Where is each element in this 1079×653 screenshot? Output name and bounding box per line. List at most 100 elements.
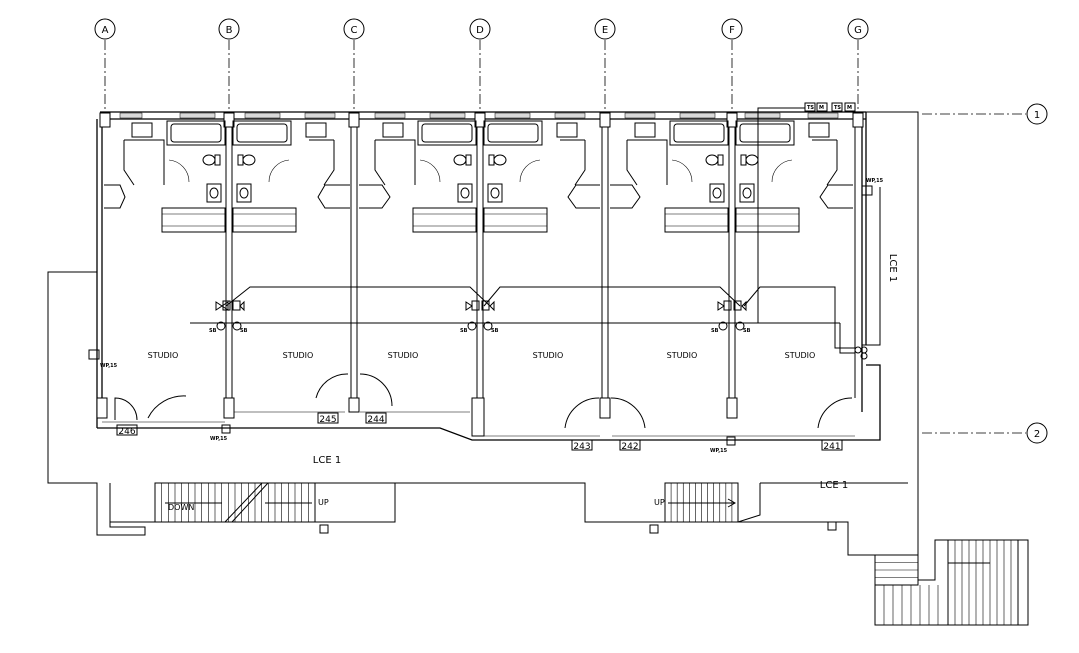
grid-column-G: G <box>847 18 869 115</box>
kitchen-counter <box>664 207 729 233</box>
fixture-labels: SB SB SB SB SB SB WP,15 WP,15 WP,15 WP,1… <box>100 105 884 454</box>
wp-label-1: WP,15 <box>100 363 118 369</box>
grid-label-G: G <box>854 25 862 36</box>
sink <box>709 183 725 203</box>
stair-break-line <box>231 482 269 523</box>
corridor-outline <box>47 271 1029 626</box>
room-label-studio-4: STUDIO <box>533 351 564 360</box>
valves <box>88 102 873 446</box>
stair-label-up-left: UP <box>318 498 329 507</box>
bathroom-modules <box>123 120 838 233</box>
sink <box>236 183 252 203</box>
ts-label-2: TS <box>834 105 841 111</box>
sb-label-6: SB <box>743 328 751 334</box>
room-numbers: 246 245 244 243 242 241 <box>116 412 843 452</box>
grid-column-D: D <box>469 18 491 115</box>
bathtub <box>483 120 543 146</box>
m-label-2: M <box>847 105 852 111</box>
stair-left <box>154 482 316 523</box>
grid-label-E: E <box>602 25 608 36</box>
toilet <box>453 154 467 166</box>
area-labels: LCE 1 LCE 1 LCE 1 <box>313 254 898 491</box>
sink <box>487 183 503 203</box>
sb-label-4: SB <box>491 328 499 334</box>
grid-label-A: A <box>102 25 109 36</box>
stair-arrow-head <box>727 498 737 508</box>
grid-column-B: B <box>218 18 240 115</box>
area-label-lce-vertical: LCE 1 <box>887 254 898 282</box>
room-label-studio-6: STUDIO <box>785 351 816 360</box>
room-label-studio-3: STUDIO <box>388 351 419 360</box>
bathtub <box>166 120 226 146</box>
bathtub <box>735 120 795 146</box>
sink <box>206 183 222 203</box>
stair-label-up-right: UP <box>654 498 665 507</box>
bathroom-pair-2 <box>374 120 586 233</box>
closet-box <box>382 122 404 138</box>
bathtub <box>417 120 477 146</box>
bathtub <box>232 120 292 146</box>
grid-row-2: 2 <box>922 422 1048 444</box>
doors <box>104 184 853 429</box>
wp-label-4: WP,15 <box>710 448 728 454</box>
grid-column-F: F <box>721 18 743 115</box>
room-label-studio-2: STUDIO <box>283 351 314 360</box>
grid-column-E: E <box>594 18 616 115</box>
party-walls <box>225 127 856 398</box>
room-number-243: 243 <box>573 442 590 452</box>
structural-columns <box>96 112 864 437</box>
kitchen-counter <box>161 207 226 233</box>
room-labels: STUDIO STUDIO STUDIO STUDIO STUDIO STUDI… <box>148 351 816 360</box>
grid-label-D: D <box>476 25 484 36</box>
kitchen-counter <box>412 207 477 233</box>
area-label-lce-main: LCE 1 <box>313 455 341 466</box>
bathtub <box>669 120 729 146</box>
kitchen-counter <box>232 207 297 233</box>
sink <box>457 183 473 203</box>
stair-label-down: DOWN <box>168 503 194 512</box>
toilet <box>745 154 759 166</box>
closet-box <box>634 122 656 138</box>
sb-label-3: SB <box>460 328 468 334</box>
piping <box>190 107 881 354</box>
stair-labels: DOWN UP UP <box>168 498 665 512</box>
kitchen-counter <box>483 207 548 233</box>
stair-middle <box>664 482 739 523</box>
grid-column-C: C <box>343 18 365 115</box>
ts-label-1: TS <box>807 105 814 111</box>
closet-box <box>556 122 578 138</box>
right-outer-walls <box>866 111 919 580</box>
grid-label-C: C <box>351 25 358 36</box>
toilet <box>705 154 719 166</box>
bathroom-pair-3 <box>626 120 838 233</box>
room-number-244: 244 <box>367 415 384 425</box>
wp-label-3: WP,15 <box>210 436 228 442</box>
area-label-lce-right: LCE 1 <box>820 480 848 491</box>
toilet <box>493 154 507 166</box>
sink <box>739 183 755 203</box>
toilet <box>202 154 216 166</box>
grid-column-A: A <box>94 18 116 115</box>
grid-row-1: 1 <box>922 103 1048 125</box>
sb-label-1: SB <box>209 328 217 334</box>
sb-label-2: SB <box>240 328 248 334</box>
room-label-studio-5: STUDIO <box>667 351 698 360</box>
stair-break-line <box>224 482 263 523</box>
room-label-studio-1: STUDIO <box>148 351 179 360</box>
toilet <box>242 154 256 166</box>
room-number-245: 245 <box>319 415 336 425</box>
grid-label-2: 2 <box>1034 429 1040 440</box>
sb-label-5: SB <box>711 328 719 334</box>
grid-label-F: F <box>729 25 735 36</box>
room-number-242: 242 <box>621 442 638 452</box>
grid-label-1: 1 <box>1034 110 1040 121</box>
bathroom-pair-1 <box>123 120 335 233</box>
room-number-246: 246 <box>118 427 135 437</box>
kitchen-counter <box>735 207 800 233</box>
closet-box <box>808 122 830 138</box>
room-number-241: 241 <box>823 442 840 452</box>
exterior-walls <box>96 111 881 441</box>
closet-box <box>131 122 153 138</box>
wp-label-2: WP,15 <box>866 178 884 184</box>
